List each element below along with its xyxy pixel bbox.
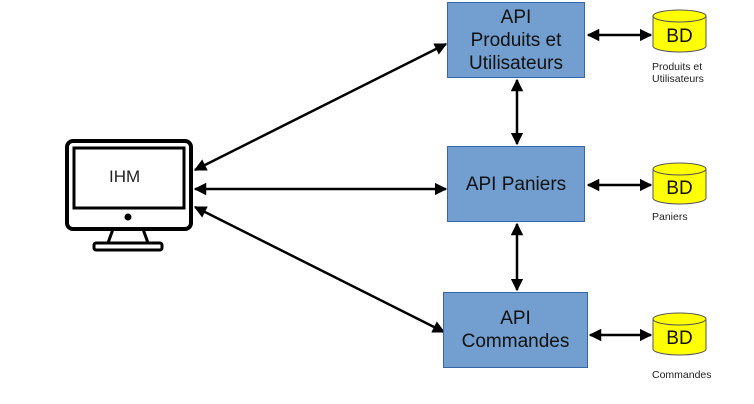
db-label-paniers: BD [666,178,692,199]
client-label: IHM [109,167,141,186]
api-box-commandes: API Commandes [443,292,588,368]
db-caption-commandes: Commandes [652,369,712,381]
monitor-icon [65,139,193,252]
database-cylinder-produits: BD [652,9,707,53]
db-label-commandes: BD [666,328,692,349]
db-label-produits: BD [666,26,692,47]
db-caption-produits-line-2: Utilisateurs [652,73,704,85]
api-box-paniers: API Paniers [447,146,585,222]
database-cylinder-paniers: BD [652,162,707,205]
api-produits-line-2: Produits et [470,29,562,51]
api-commandes-line-2: Commandes [461,331,570,352]
api-produits-line-3: Utilisateurs [469,52,563,74]
api-box-produits: API Produits et Utilisateurs [447,2,585,78]
arrow-ihm-commandes [193,205,446,334]
api-commandes-line-1: API [500,308,531,329]
db-caption-paniers-line-1: Paniers [652,211,688,223]
db-caption-produits: Produits et Utilisateurs [652,61,704,85]
api-paniers-line-1: API Paniers [465,173,567,195]
db-caption-paniers: Paniers [652,211,688,223]
db-caption-commandes-line-1: Commandes [652,369,712,381]
arrow-ihm-produits [193,42,448,172]
database-cylinder-commandes: BD [652,312,707,356]
db-caption-produits-line-1: Produits et [652,61,703,73]
api-produits-line-1: API [500,6,532,28]
